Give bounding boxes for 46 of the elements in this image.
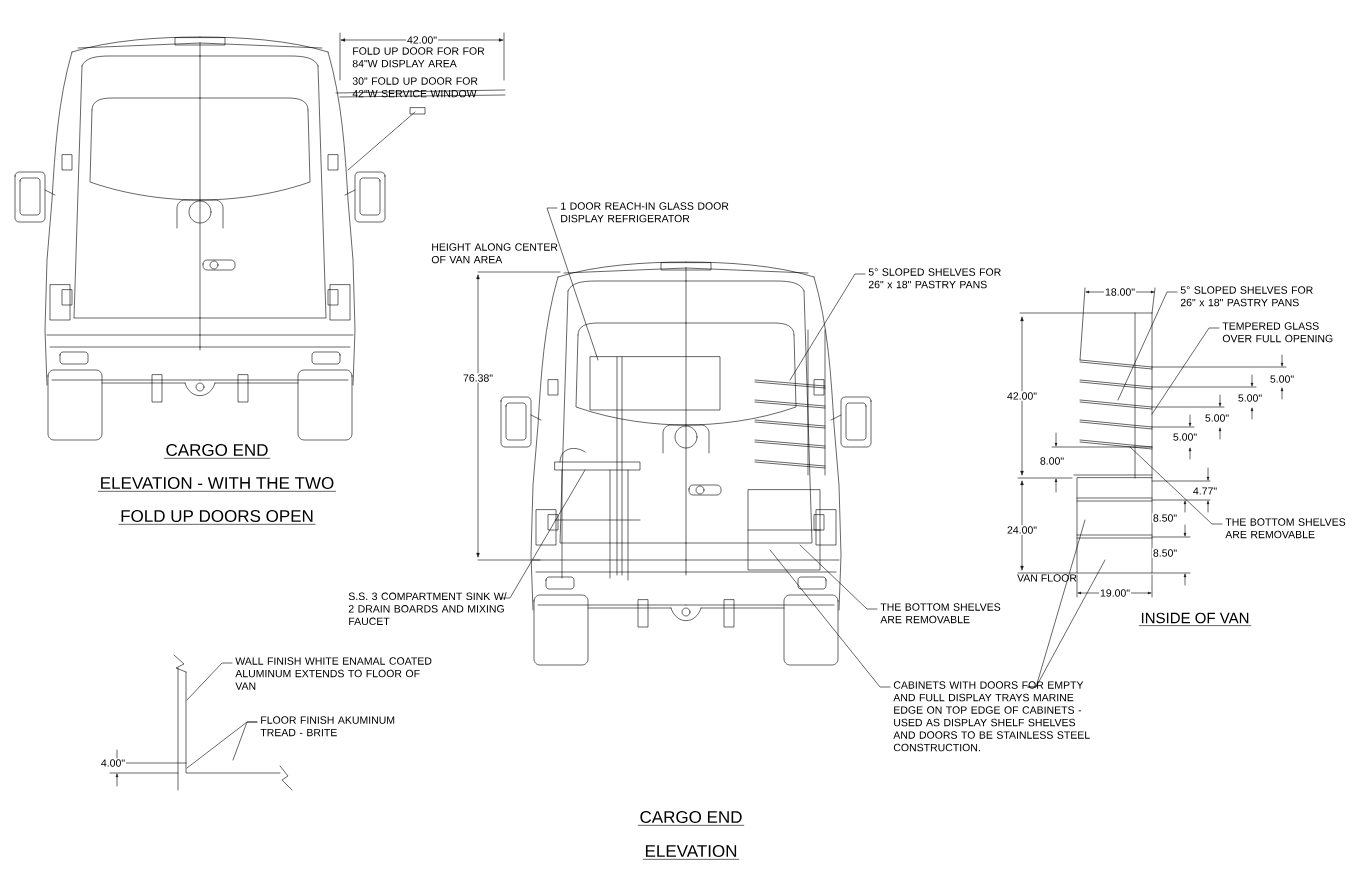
dimension-label: 5.00" [1236,393,1264,403]
callout-text: 1 DOOR REACH-IN GLASS DOOR DISPLAY REFRIGERATOR [561,202,729,223]
dimension-label: 8.50" [1151,513,1179,523]
callout-text: FLOOR FINISH AKUMINUM TREAD - BRITE [260,716,395,737]
view-title: ELEVATION - WITH THE TWO [98,477,336,492]
leader-line [799,544,878,610]
callout-text: S.S. 3 COMPARTMENT SINK W/ 2 DRAIN BOARDS AND MIXING FAUCET [348,592,507,626]
dimension-label: 8.50" [1151,548,1179,558]
callout-text: TEMPERED GLASS OVER FULL OPENING [1222,322,1333,343]
dimension-label: 42.00" [1006,391,1038,401]
leader-line [1117,291,1178,401]
note-text: FOLD UP DOOR FOR FOR 84"W DISPLAY AREA [352,47,485,68]
note-text: VAN FLOOR [1017,574,1077,582]
view-title: CARGO END [163,444,271,459]
leader-line [789,273,866,381]
view-title: CARGO END [637,811,745,826]
leader-line [499,469,586,599]
dimension-label: 19.00" [1099,588,1131,598]
dimension-label: 76.38" [462,373,494,383]
note-text: 30" FOLD UP DOOR FOR 42"W SERVICE WINDOW [352,77,478,98]
view-title: FOLD UP DOORS OPEN [118,510,316,525]
dimension-label: 5.00" [1203,413,1231,423]
view-title: INSIDE OF VAN [1138,612,1252,626]
leader-line [546,207,599,361]
leader-line [1027,559,1106,688]
dimension-label: 4.77" [1191,486,1219,496]
view-title: ELEVATION [642,845,740,860]
leader-line [186,662,233,701]
dimension-label: 5.00" [1171,432,1199,442]
leader-line [1129,446,1223,525]
dimension-label: 18.00" [1104,287,1136,297]
callout-text: THE BOTTOM SHELVES ARE REMOVABLE [1225,518,1346,539]
dimension-label: 4.00" [99,758,127,768]
dimension-label: 42.00" [406,35,438,45]
leader-line [769,549,891,688]
callout-text: CABINETS WITH DOORS FOR EMPTY AND FULL DISPLAY TRAYS MARINE EDGE ON TOP EDGE OF CABINETS - USED AS DISPLAY SHELF SHELVES AND DOORS TO BE STAINLESS STEEL CONSTRUCTION. [893,681,1090,752]
note-text: HEIGHT ALONG CENTER OF VAN AREA [431,243,558,264]
callout-text: 5° SLOPED SHELVES FOR 26" x 18" PASTRY PANS [1180,286,1313,307]
dimension-label: 5.00" [1268,374,1296,384]
leader-line [232,721,258,761]
callout-text: 5° SLOPED SHELVES FOR 26" x 18" PASTRY PANS [868,268,1001,289]
dimension-label: 8.00" [1038,456,1066,466]
callout-text: THE BOTTOM SHELVES ARE REMOVABLE [880,603,1001,624]
callout-text: WALL FINISH WHITE ENAMAL COATED ALUMINUM EXTENDS TO FLOOR OF VAN [235,657,432,690]
dimension-label: 24.00" [1006,525,1038,535]
leader-line [1151,327,1220,415]
